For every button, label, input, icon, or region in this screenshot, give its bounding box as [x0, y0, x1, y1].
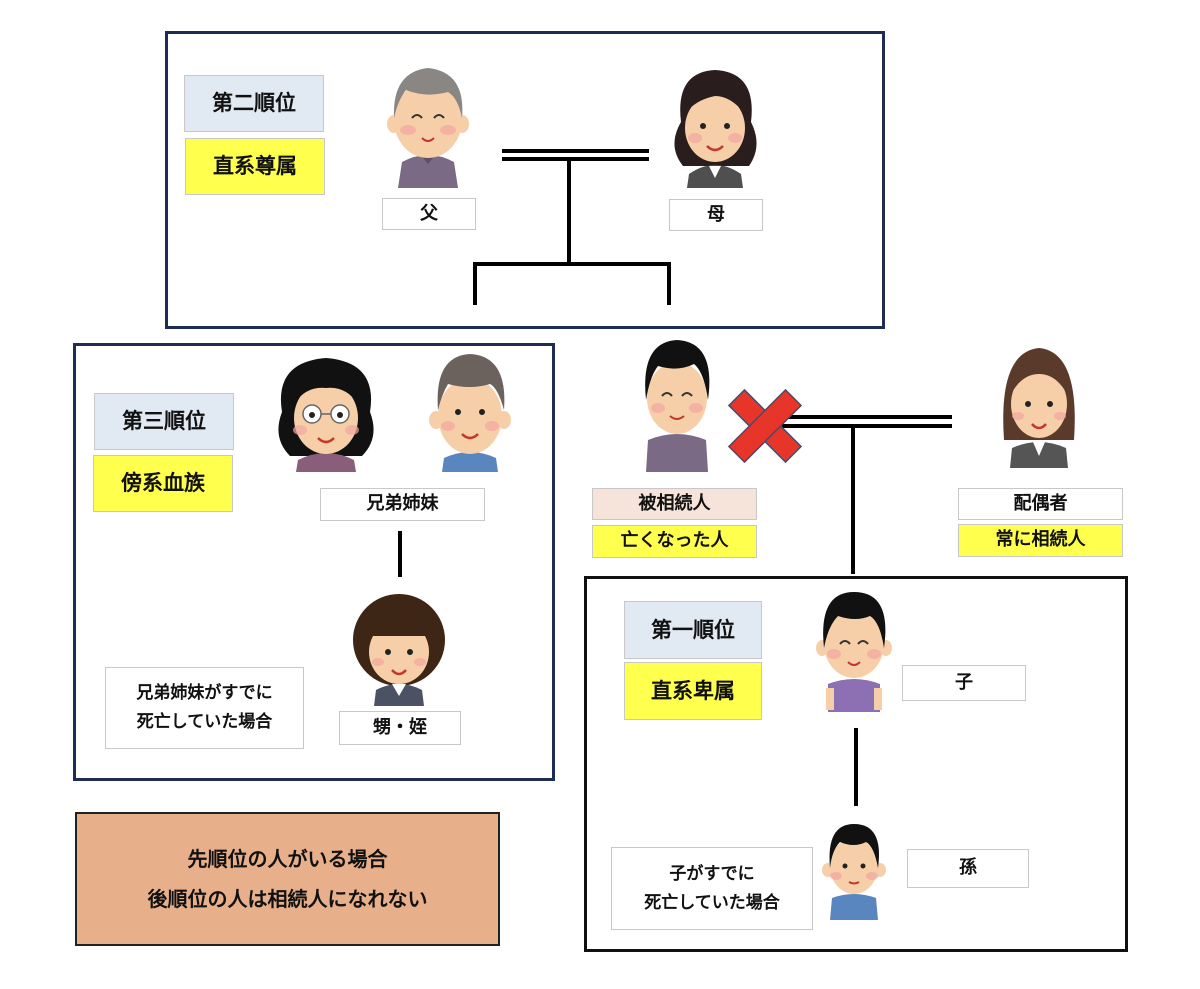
parents-descent-line — [567, 159, 571, 264]
nephew-niece-label: 甥・姪 — [339, 711, 461, 745]
siblings-label: 兄弟姉妹 — [320, 488, 485, 521]
niece-illustration-icon — [353, 594, 445, 706]
mother-illustration-icon — [674, 70, 757, 188]
siblings-branch-left — [473, 262, 477, 305]
parents-marriage-line-bottom — [502, 157, 649, 161]
note-line: 死亡していた場合 — [136, 712, 273, 732]
child-descent-line — [854, 728, 858, 806]
rule-line: 後順位の人は相続人になれない — [147, 887, 428, 911]
spouse-label: 配偶者 — [958, 488, 1123, 520]
mother-label: 母 — [669, 199, 763, 231]
child-illustration-icon — [816, 592, 892, 712]
siblings-branch-right — [667, 262, 671, 305]
siblings-descent-line — [398, 531, 402, 577]
third-rank-category: 傍系血族 — [93, 455, 233, 512]
note-line: 子がすでに — [669, 863, 755, 884]
note-line: 死亡していた場合 — [644, 892, 780, 913]
siblings-branch-line — [473, 262, 671, 266]
spouse-illustration-icon — [1003, 348, 1075, 468]
first-rank-condition-note: 子がすでに 死亡していた場合 — [611, 847, 813, 930]
spouse-marriage-line-bottom — [782, 424, 952, 428]
deceased-illustration-icon — [645, 340, 710, 472]
rule-note: 先順位の人がいる場合 後順位の人は相続人になれない — [75, 812, 500, 946]
deceased-sublabel: 亡くなった人 — [592, 525, 757, 558]
spouse-marriage-line-top — [782, 415, 952, 419]
parents-marriage-line-top — [502, 149, 649, 153]
first-rank-category: 直系卑属 — [624, 662, 762, 720]
rule-line: 先順位の人がいる場合 — [187, 847, 388, 871]
third-rank-label: 第三順位 — [94, 393, 234, 450]
grandchild-label: 孫 — [907, 849, 1029, 888]
spouse-sublabel: 常に相続人 — [958, 524, 1123, 557]
second-rank-label: 第二順位 — [184, 75, 324, 132]
children-descent-line — [851, 426, 855, 574]
second-rank-category: 直系尊属 — [185, 138, 325, 195]
third-rank-condition-note: 兄弟姉妹がすでに 死亡していた場合 — [105, 667, 304, 749]
child-label: 子 — [902, 665, 1026, 701]
note-line: 兄弟姉妹がすでに — [136, 683, 273, 704]
father-illustration-icon — [387, 68, 469, 188]
sister-illustration-icon — [278, 358, 374, 472]
brother-illustration-icon — [429, 354, 511, 472]
father-label: 父 — [382, 198, 476, 230]
first-rank-label: 第一順位 — [624, 601, 762, 659]
grandchild-illustration-icon — [822, 824, 886, 920]
deceased-label: 被相続人 — [592, 488, 757, 520]
